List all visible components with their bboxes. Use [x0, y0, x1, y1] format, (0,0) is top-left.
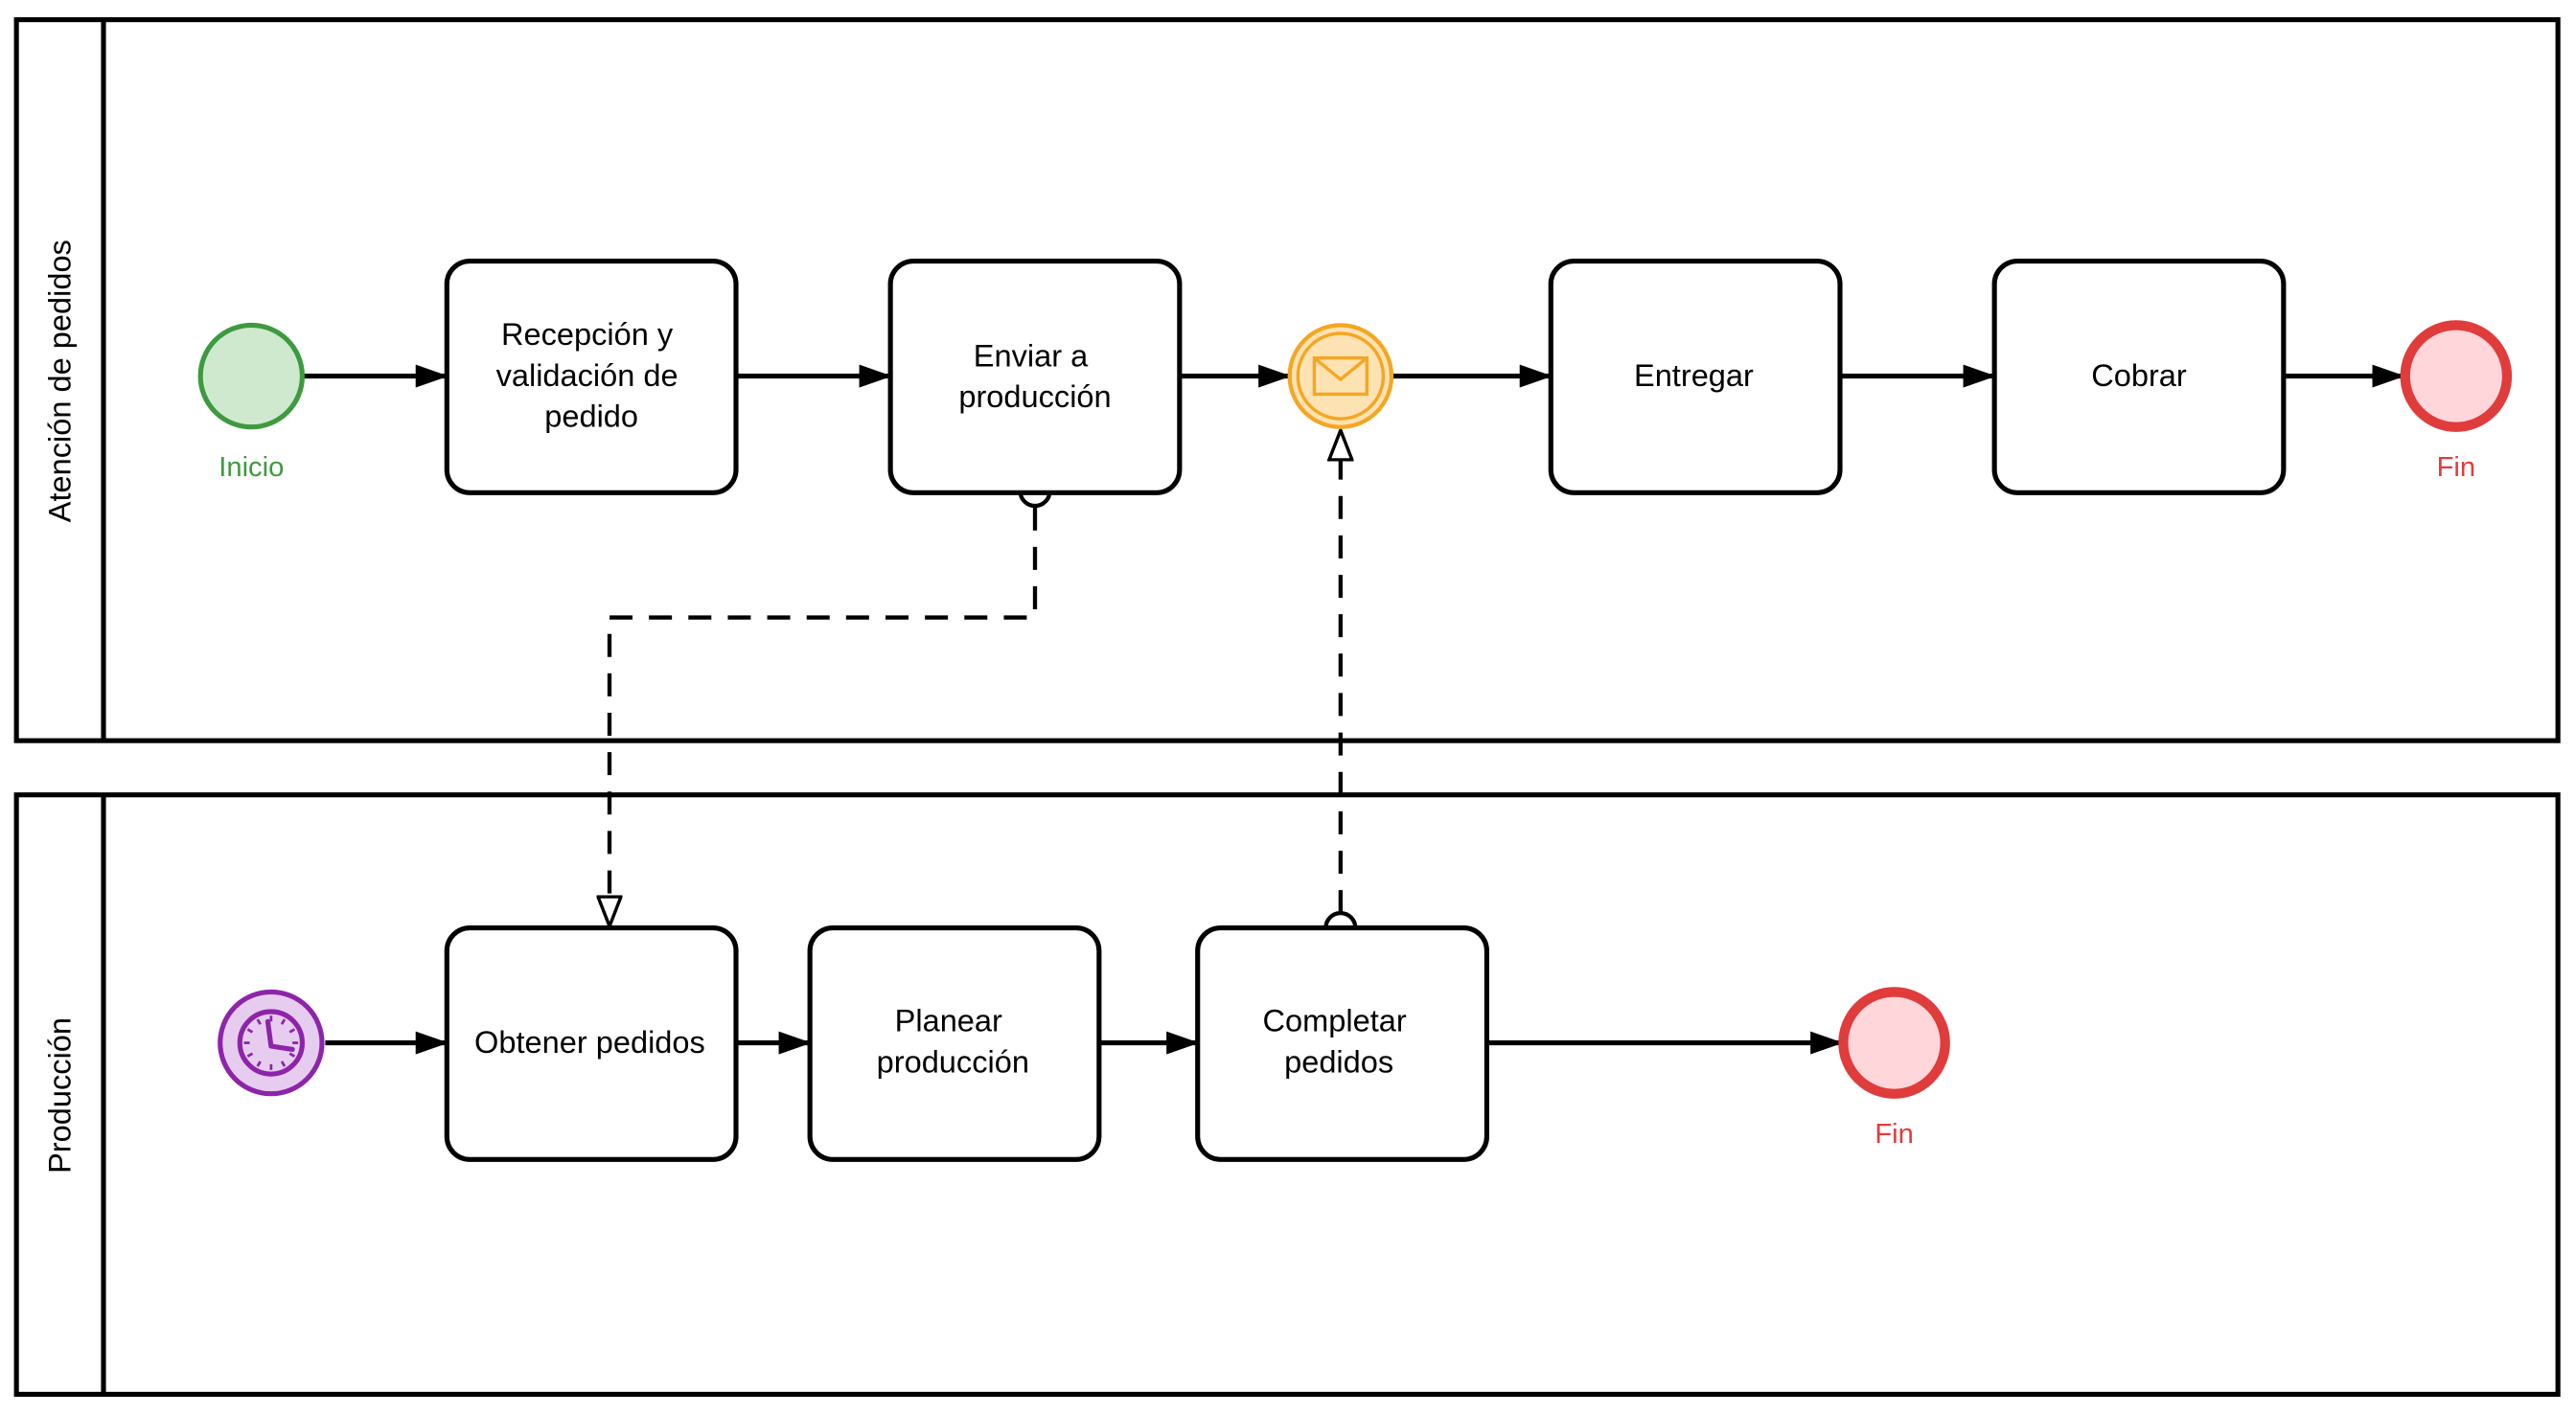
task-completar-box[interactable] — [1195, 925, 1490, 1162]
task-enviar-line-1: Enviar a — [974, 338, 1089, 373]
task-recepcion[interactable]: Recepción y validación de pedido — [444, 259, 739, 495]
task-entregar-box[interactable] — [1548, 259, 1843, 495]
envelope-icon — [1312, 356, 1369, 397]
task-cobrar[interactable]: Cobrar — [1991, 259, 2287, 495]
task-planear-box[interactable] — [807, 925, 1102, 1162]
pool-produccion-label: Producción — [43, 1017, 78, 1174]
task-recepcion-line-1: Recepción y — [501, 317, 674, 352]
task-recepcion-line-3: pedido — [544, 399, 638, 434]
task-entregar-label: Entregar — [1634, 358, 1754, 393]
task-cobrar-line-1: Cobrar — [2091, 358, 2187, 393]
task-completar-line-2: pedidos — [1284, 1044, 1393, 1079]
clock-icon — [237, 1009, 306, 1077]
task-enviar-line-2: producción — [958, 379, 1111, 414]
task-planear-label: Planear producción — [877, 1004, 1029, 1080]
task-obtener-line-1: Obtener pedidos — [474, 1025, 705, 1060]
task-cobrar-label: Cobrar — [2091, 358, 2187, 393]
task-recepcion-label: Recepción y validación de pedido — [496, 317, 687, 434]
intermediate-message-catch-event[interactable] — [1287, 323, 1394, 429]
task-completar[interactable]: Completar pedidos — [1195, 925, 1490, 1162]
task-entregar[interactable]: Entregar — [1548, 259, 1843, 495]
timer-start-event[interactable] — [218, 989, 325, 1097]
task-planear[interactable]: Planear producción — [807, 925, 1102, 1162]
start-event-inicio-circle[interactable] — [197, 322, 306, 430]
end-event-fin-atencion-circle[interactable] — [2400, 320, 2513, 432]
end-event-fin-produccion-label: Fin — [1874, 1119, 1913, 1150]
message-flows — [610, 430, 1341, 926]
task-completar-label: Completar pedidos — [1263, 1004, 1415, 1080]
task-completar-line-1: Completar — [1263, 1004, 1407, 1038]
task-planear-line-1: Planear — [895, 1004, 1002, 1038]
task-cobrar-box[interactable] — [1991, 259, 2287, 495]
task-obtener[interactable]: Obtener pedidos — [444, 925, 739, 1162]
start-event-inicio-label: Inicio — [218, 452, 284, 483]
end-event-fin-produccion-circle[interactable] — [1838, 987, 1950, 1099]
task-recepcion-line-2: validación de — [496, 358, 678, 393]
end-event-fin-atencion[interactable]: Fin — [2400, 320, 2513, 483]
task-obtener-label: Obtener pedidos — [474, 1025, 705, 1060]
task-enviar-box[interactable] — [887, 259, 1183, 495]
task-recepcion-box[interactable] — [444, 259, 739, 495]
start-event-inicio[interactable]: Inicio — [197, 322, 306, 483]
pool-atencion-label: Atención de pedidos — [43, 239, 78, 522]
end-event-fin-atencion-label: Fin — [2437, 452, 2475, 483]
end-event-fin-produccion[interactable]: Fin — [1838, 987, 1950, 1150]
task-planear-line-2: producción — [877, 1044, 1029, 1079]
task-enviar[interactable]: Enviar a producción — [887, 259, 1183, 495]
message-flow-enviar-to-obtener — [610, 507, 1038, 926]
task-entregar-line-1: Entregar — [1634, 358, 1754, 393]
task-obtener-box[interactable] — [444, 925, 739, 1162]
task-enviar-label: Enviar a producción — [958, 338, 1111, 414]
